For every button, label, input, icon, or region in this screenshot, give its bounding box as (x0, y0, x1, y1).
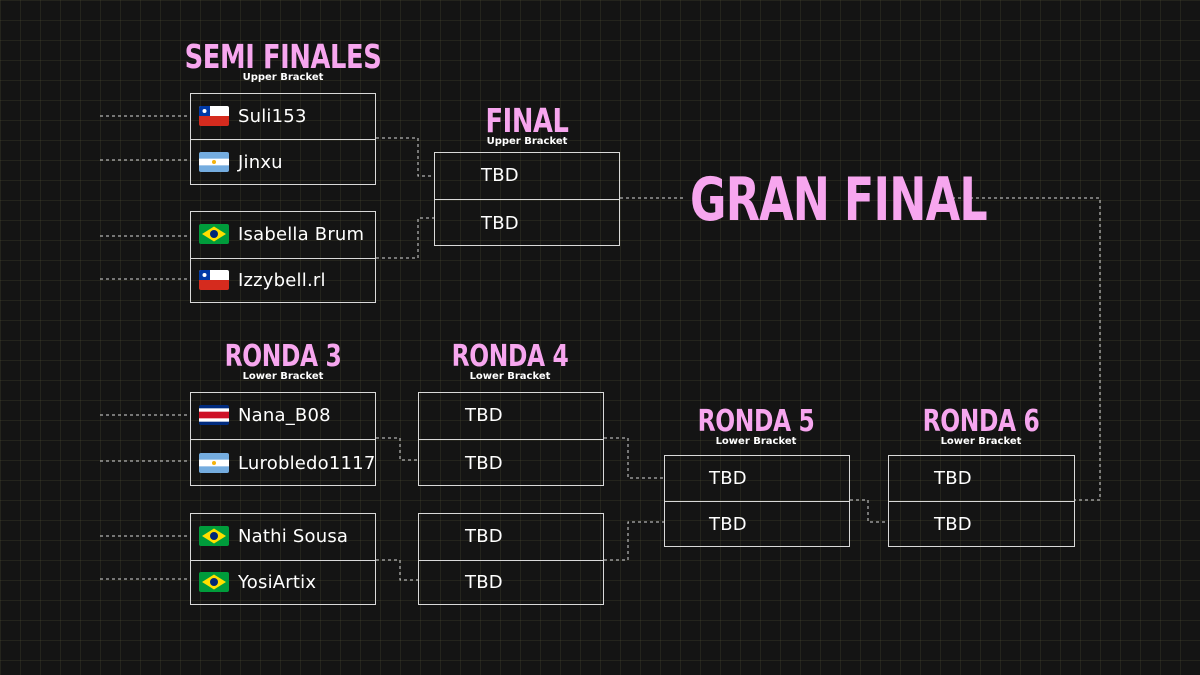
costa-rica-flag-icon (199, 405, 229, 425)
connector (376, 217, 434, 259)
player-slot[interactable]: TBD (419, 562, 603, 602)
player-name: TBD (709, 513, 747, 535)
player-name: TBD (481, 212, 519, 234)
connector (604, 521, 664, 561)
chile-flag-icon (199, 270, 229, 290)
ronda4-heading: RONDA 4 Lower Bracket (435, 339, 585, 383)
connector (850, 499, 888, 523)
semifinales-heading: SEMI FINALES Upper Bracket (157, 40, 409, 83)
connector (376, 137, 434, 177)
upper-semi-match-1: Suli153 Jinxu (190, 93, 376, 185)
player-slot[interactable]: TBD (665, 458, 849, 498)
player-slot[interactable]: Suli153 (191, 96, 375, 136)
player-slot[interactable]: TBD (435, 155, 619, 195)
player-slot[interactable]: Isabella Brum (191, 214, 375, 254)
heading-title: SEMI FINALES (184, 37, 382, 76)
heading-subtitle: Lower Bracket (715, 436, 797, 447)
ronda6-heading: RONDA 6 Lower Bracket (906, 404, 1056, 448)
heading-title: RONDA 6 (922, 404, 1040, 439)
player-name: Nana_B08 (238, 404, 331, 426)
heading-title: RONDA 5 (697, 404, 815, 439)
player-slot[interactable]: TBD (419, 395, 603, 435)
player-name: TBD (481, 164, 519, 186)
brazil-flag-icon (199, 526, 229, 546)
player-slot[interactable]: TBD (889, 504, 1074, 544)
argentina-flag-icon (199, 152, 229, 172)
player-name: Isabella Brum (238, 223, 365, 245)
player-name: TBD (709, 467, 747, 489)
lower-r3-match-2: Nathi Sousa YosiArtix (190, 513, 376, 605)
gran-final-title: GRAN FINAL (690, 165, 988, 235)
lower-r6-match: TBD TBD (888, 455, 1075, 547)
heading-title: RONDA 3 (224, 339, 342, 374)
player-name: TBD (934, 467, 972, 489)
connector (376, 559, 418, 581)
player-name: Nathi Sousa (238, 525, 349, 547)
brazil-flag-icon (199, 572, 229, 592)
player-slot[interactable]: Jinxu (191, 142, 375, 182)
player-name: YosiArtix (238, 571, 317, 593)
heading-subtitle: Lower Bracket (940, 436, 1022, 447)
connector (376, 437, 418, 461)
player-slot[interactable]: TBD (435, 203, 619, 243)
player-slot[interactable]: Lurobledo1117 (191, 443, 375, 483)
argentina-flag-icon (199, 453, 229, 473)
connector (604, 437, 664, 479)
player-slot[interactable]: TBD (419, 443, 603, 483)
chile-flag-icon (199, 106, 229, 126)
heading-subtitle: Upper Bracket (242, 72, 324, 83)
final-heading: FINAL Upper Bracket (474, 104, 581, 147)
player-slot[interactable]: TBD (665, 504, 849, 544)
lower-r5-match: TBD TBD (664, 455, 850, 547)
ronda3-heading: RONDA 3 Lower Bracket (208, 339, 358, 383)
player-slot[interactable]: Nathi Sousa (191, 516, 375, 556)
player-name: TBD (465, 571, 503, 593)
upper-final-match: TBD TBD (434, 152, 620, 246)
player-name: Suli153 (238, 105, 307, 127)
upper-semi-match-2: Isabella Brum Izzybell.rl (190, 211, 376, 303)
player-slot[interactable]: Nana_B08 (191, 395, 375, 435)
player-name: Jinxu (238, 151, 283, 173)
player-name: TBD (465, 452, 503, 474)
player-name: Lurobledo1117 (238, 452, 376, 474)
brazil-flag-icon (199, 224, 229, 244)
player-slot[interactable]: TBD (419, 516, 603, 556)
lower-r4-match-2: TBD TBD (418, 513, 604, 605)
connector (952, 197, 1101, 501)
ronda5-heading: RONDA 5 Lower Bracket (681, 404, 831, 448)
player-slot[interactable]: TBD (889, 458, 1074, 498)
lower-r4-match-1: TBD TBD (418, 392, 604, 486)
player-name: Izzybell.rl (238, 269, 326, 291)
player-slot[interactable]: Izzybell.rl (191, 260, 375, 300)
heading-subtitle: Lower Bracket (469, 371, 551, 382)
heading-subtitle: Upper Bracket (486, 136, 568, 147)
heading-subtitle: Lower Bracket (242, 371, 324, 382)
heading-title: FINAL (485, 101, 569, 140)
lower-r3-match-1: Nana_B08 Lurobledo1117 (190, 392, 376, 486)
player-name: TBD (934, 513, 972, 535)
player-name: TBD (465, 404, 503, 426)
heading-title: RONDA 4 (451, 339, 569, 374)
player-name: TBD (465, 525, 503, 547)
player-slot[interactable]: YosiArtix (191, 562, 375, 602)
